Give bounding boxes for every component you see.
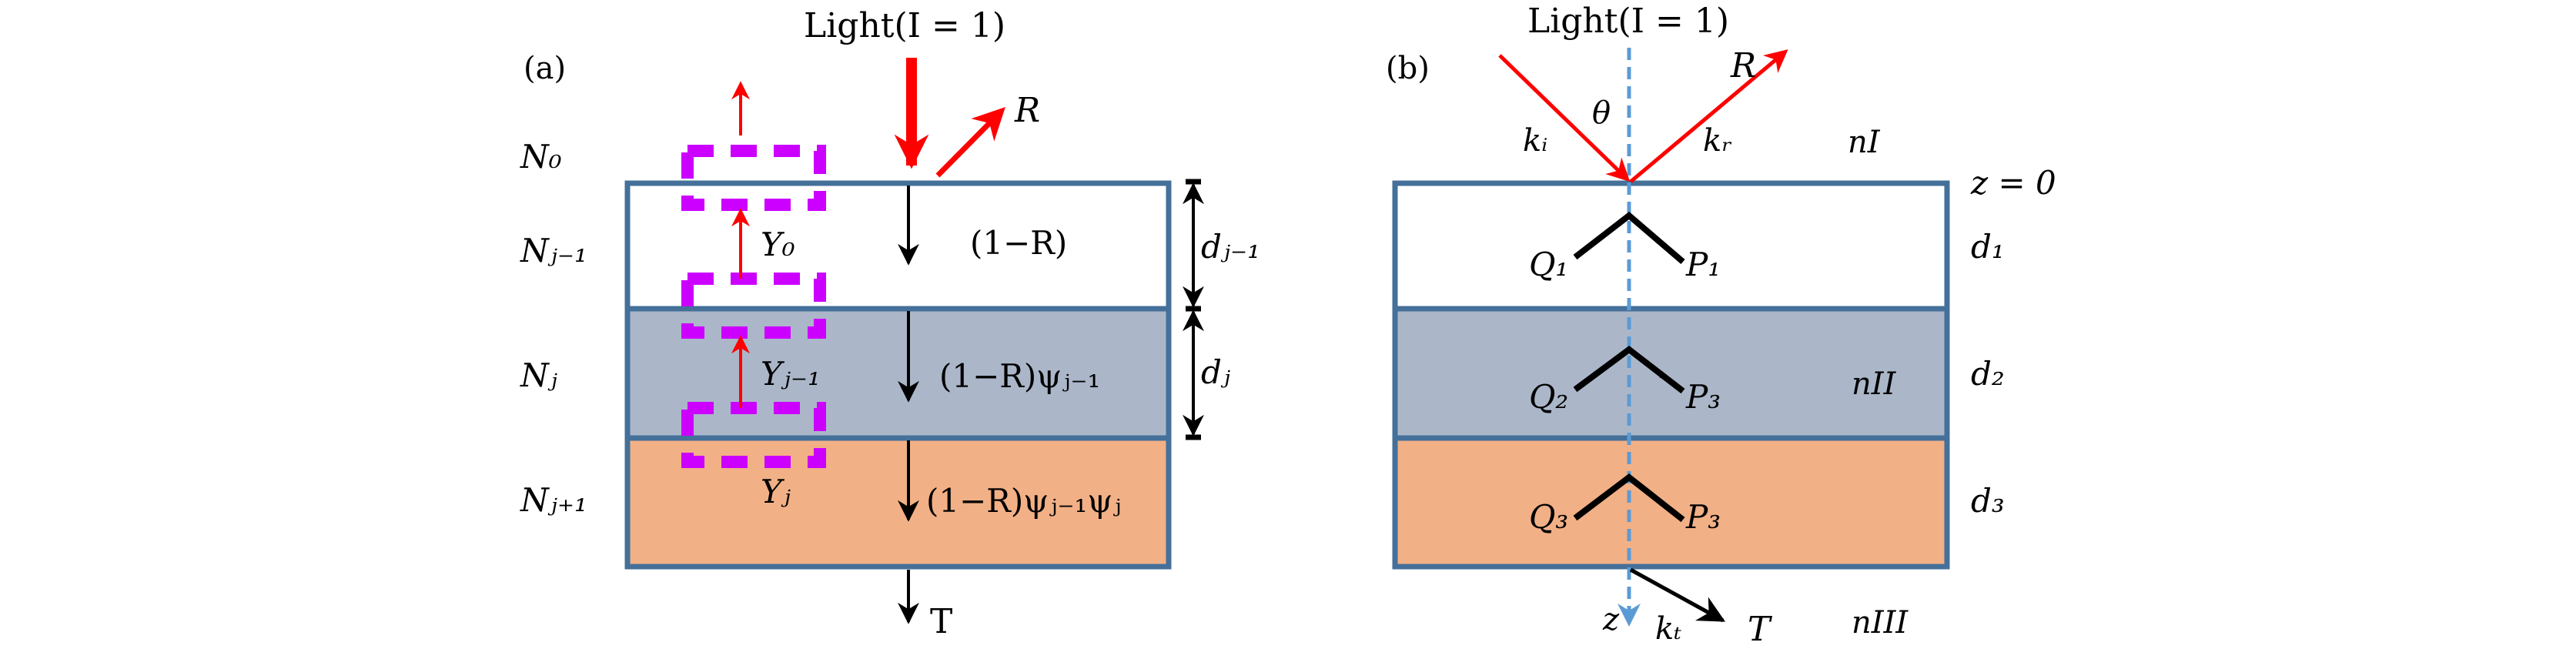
admittance-box-1 <box>681 273 826 339</box>
panel-b-transmit-label: T <box>1748 610 1773 649</box>
intensity-label-2: (1−R)ψⱼ₋₁ <box>939 357 1100 395</box>
thickness-label-d2: d₂ <box>1971 355 2005 393</box>
z-axis-label: z <box>1602 602 1620 637</box>
thickness-label-dj: dⱼ <box>1201 353 1230 391</box>
admittance-label-yj-1: Yⱼ₋₁ <box>761 355 821 393</box>
thickness-label-dj-1: dⱼ₋₁ <box>1201 228 1260 266</box>
panel-a-light-label: Light(I = 1) <box>804 6 1005 45</box>
medium-label-n0: N₀ <box>520 138 562 176</box>
admittance-box-0 <box>681 145 826 211</box>
surface-label: z = 0 <box>1970 164 2056 202</box>
thickness-label-d1: d₁ <box>1971 228 2005 266</box>
panel-a-tag: (a) <box>524 51 566 86</box>
layer-3 <box>1392 435 1950 570</box>
panel-a: (a) Light(I = 1) R T (1−R) (1−R)ψⱼ₋₁ (1−… <box>520 6 1260 641</box>
intensity-label-3: (1−R)ψⱼ₋₁ψⱼ <box>926 482 1121 520</box>
reflected-k-label: kᵣ <box>1703 123 1732 159</box>
admittance-box-2 <box>681 402 826 468</box>
q-label-1: Q₁ <box>1529 246 1568 283</box>
medium-label-nj-1: Nⱼ₋₁ <box>520 232 587 269</box>
transmitted-ray <box>1629 567 1726 623</box>
reflected-arrow <box>935 107 1005 178</box>
panel-b-reflect-label: R <box>1730 46 1756 85</box>
medium-mid-label: nII <box>1852 366 1897 402</box>
incident-k-label: kᵢ <box>1523 123 1547 159</box>
admittance-label-yj: Yⱼ <box>761 473 791 510</box>
medium-bottom-label: nIII <box>1852 605 1909 641</box>
reflected-ray <box>1629 49 1788 183</box>
p-label-2: P₃ <box>1685 378 1721 416</box>
layer-1 <box>1392 180 1950 312</box>
medium-top-label: nI <box>1848 125 1881 160</box>
transmit-k-label: kₜ <box>1655 611 1681 647</box>
medium-label-nj+1: Nⱼ₊₁ <box>520 481 587 519</box>
angle-label: θ <box>1592 95 1611 131</box>
p-label-3: P₃ <box>1685 498 1721 536</box>
panel-a-transmit-label: T <box>930 602 952 641</box>
admittance-label-y0: Y₀ <box>761 226 795 263</box>
thickness-label-d3: d₃ <box>1971 482 2005 520</box>
layer-top <box>624 180 1172 312</box>
incident-ray <box>1498 54 1631 182</box>
p-label-1: P₁ <box>1685 246 1721 283</box>
medium-label-nj: Nⱼ <box>520 356 557 394</box>
panel-b: (b) Light(I = 1) z θ kᵢ kᵣ R nI z = 0 <box>1386 2 2056 649</box>
intensity-label-1: (1−R) <box>970 224 1067 262</box>
q-label-3: Q₃ <box>1529 498 1568 536</box>
panel-b-tag: (b) <box>1386 51 1430 86</box>
thickness-dimension <box>1183 179 1204 440</box>
layer-middle <box>624 306 1172 441</box>
panel-a-reflect-label: R <box>1014 91 1040 130</box>
layer-2 <box>1392 306 1950 441</box>
q-label-2: Q₂ <box>1529 378 1568 416</box>
panel-b-light-label: Light(I = 1) <box>1527 2 1729 41</box>
